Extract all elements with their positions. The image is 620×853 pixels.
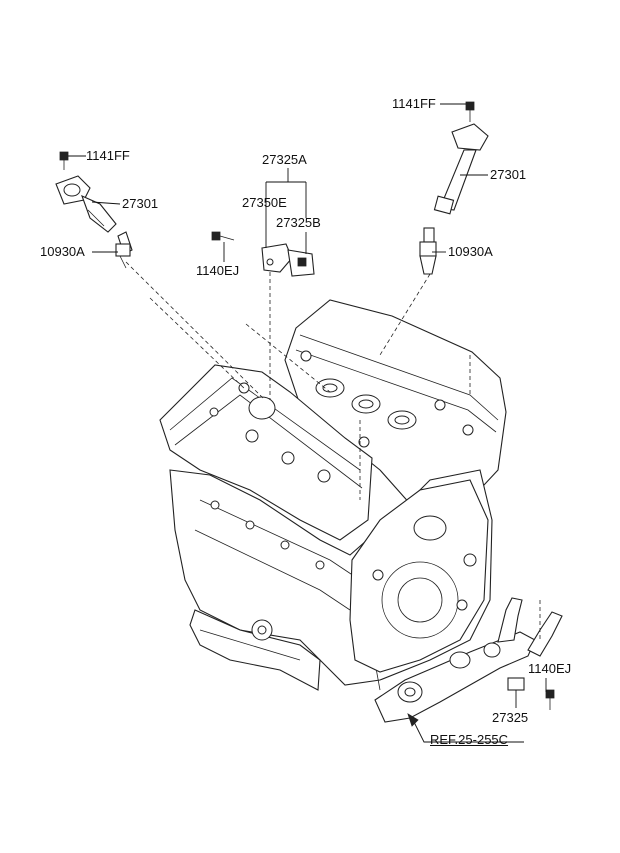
label-sensor-27325b: 27325B [276,215,321,230]
water-pipe-assembly [374,597,563,723]
label-bolt-1140ej-bracket: 1140EJ [196,263,240,278]
label-reference-25-255c[interactable]: REF.25-255C [430,732,509,747]
label-bolt-1140ej-bottom: 1140EJ [528,661,572,676]
left-ignition-parts [55,151,133,269]
leader-lines [68,103,547,743]
label-sensor-27325a: 27325A [262,152,307,167]
label-plug-10930a-left: 10930A [40,244,85,259]
label-bolt-1141ff-right: 1141FF [392,96,436,111]
label-bracket-27350e: 27350E [242,195,287,210]
engine-block [159,299,507,691]
sensor-bracket-parts [211,231,555,710]
right-ignition-parts [419,101,489,275]
label-sensor-27325: 27325 [492,710,529,725]
label-plug-10930a-right: 10930A [448,244,493,259]
label-coil-27301-left: 27301 [122,196,159,211]
assembly-lines [125,261,541,640]
label-bolt-1141ff-left: 1141FF [86,148,130,163]
label-coil-27301-right: 27301 [490,167,527,182]
